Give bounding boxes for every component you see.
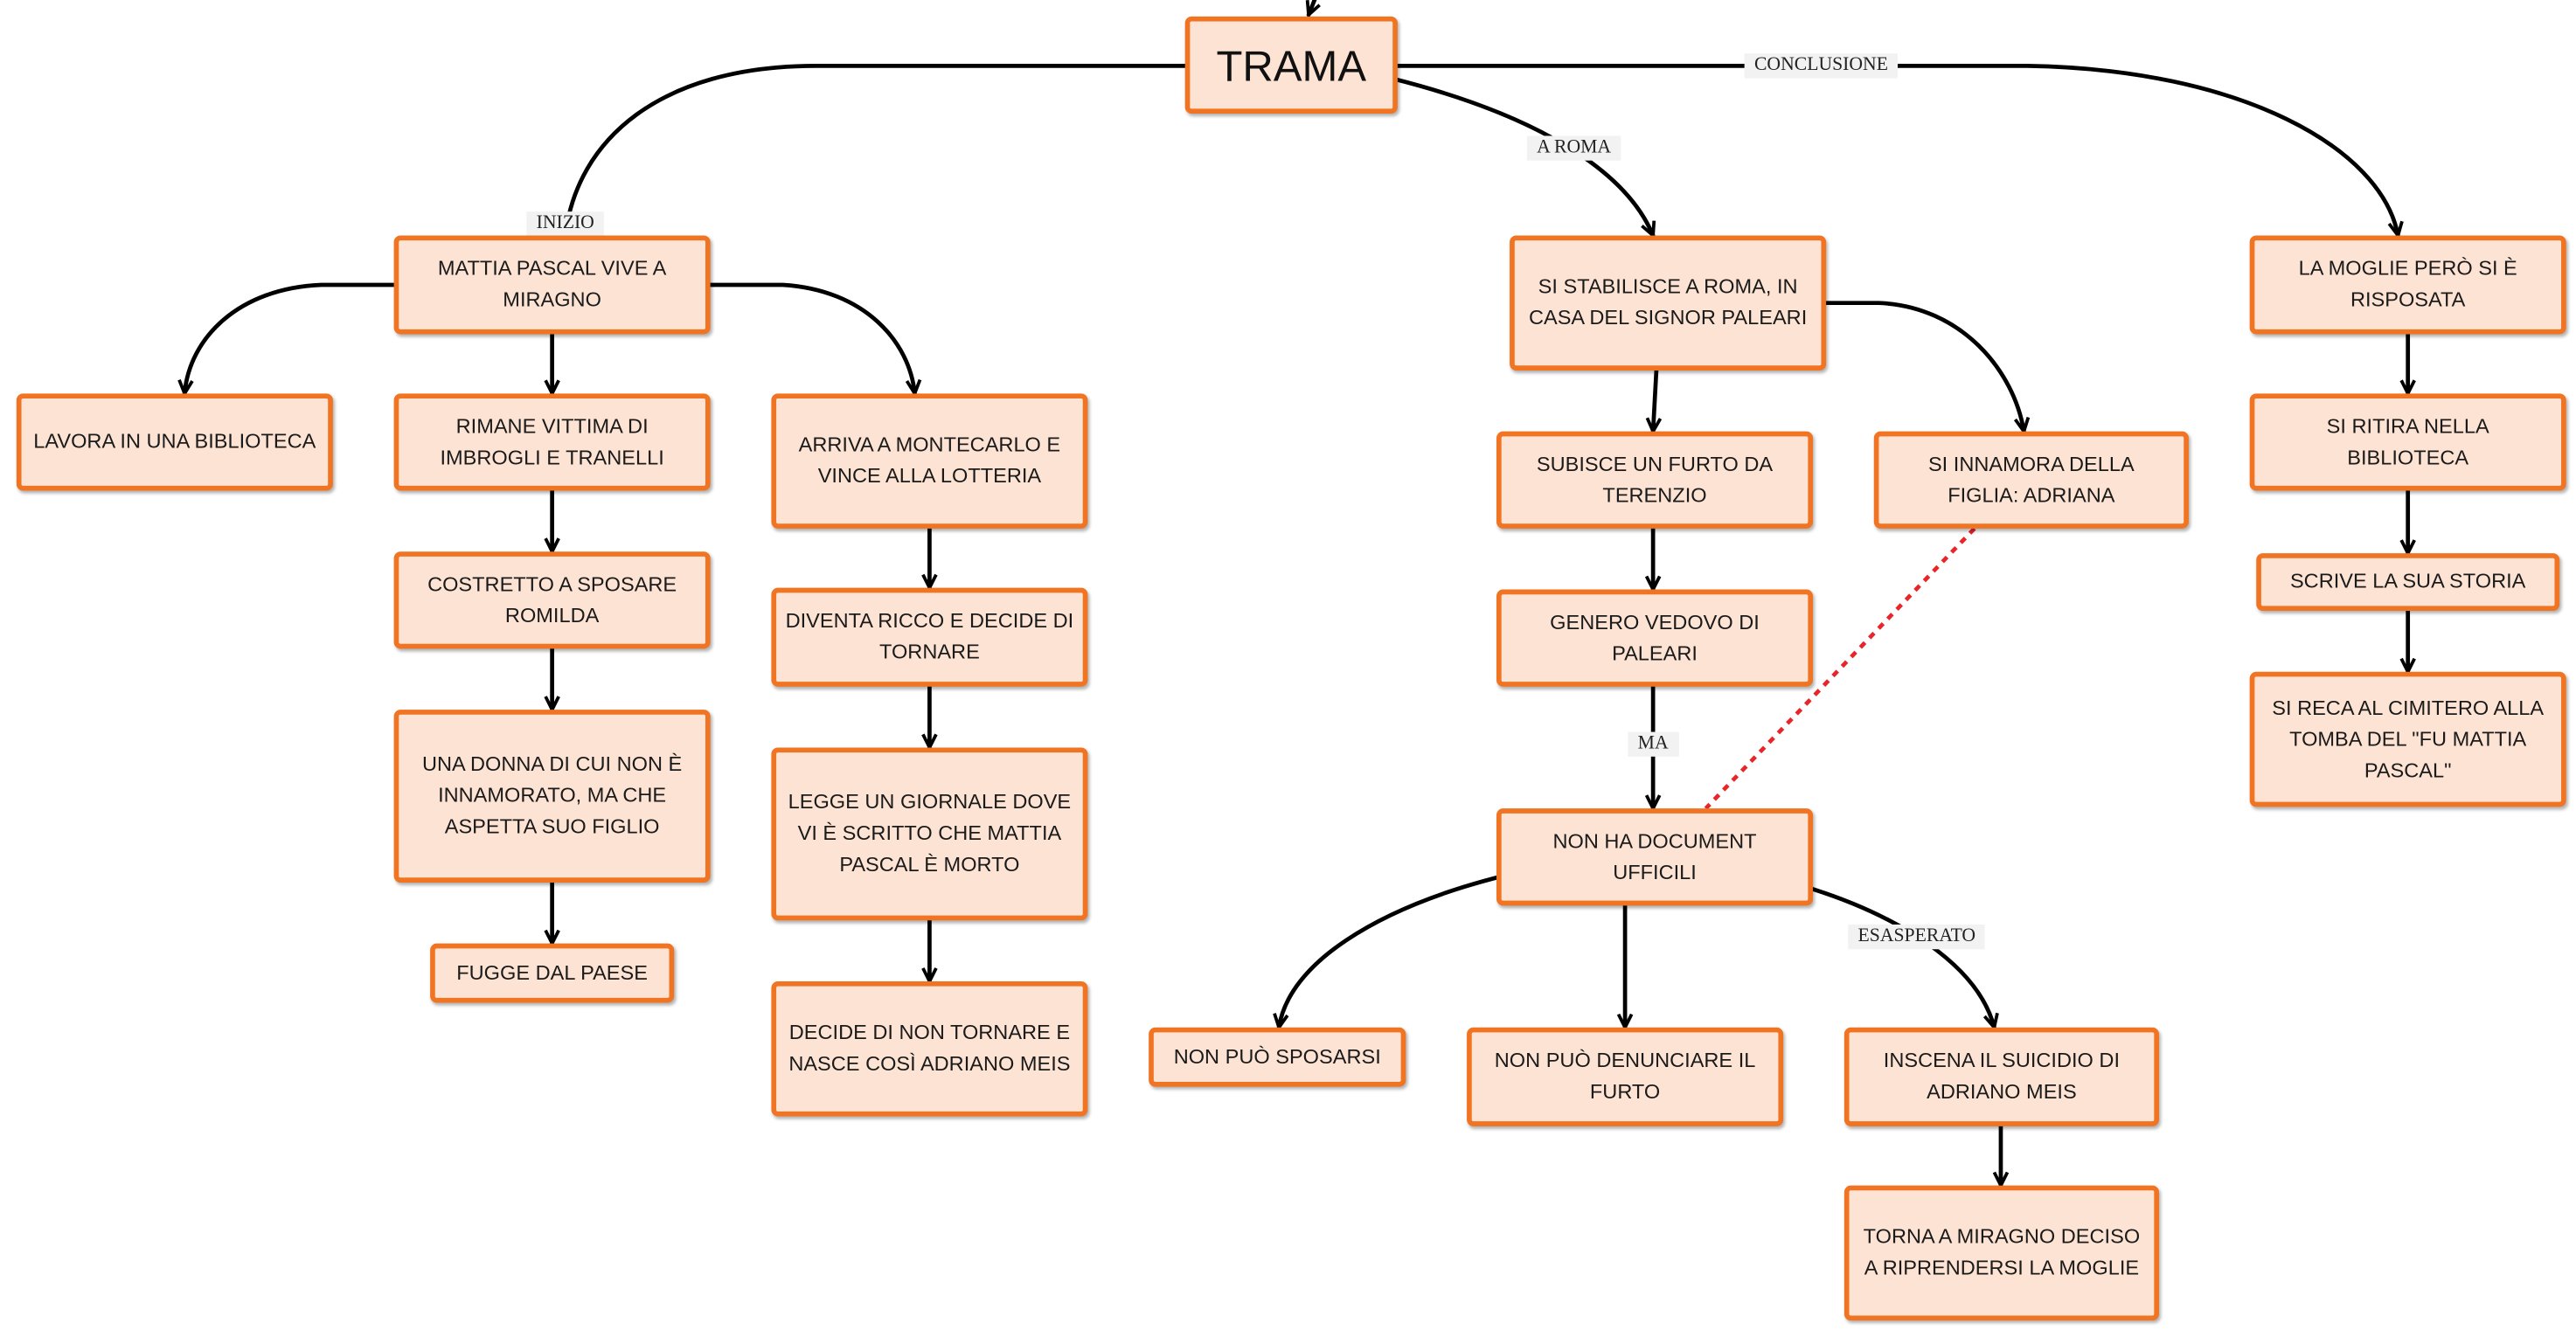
node-torna-a-miragno: TORNA A MIRAGNO DECISO A RIPRENDERSI LA … xyxy=(1843,1185,2159,1321)
node-text-line: UNA DONNA DI CUI NON È xyxy=(421,752,683,776)
node-text-line: FURTO xyxy=(1589,1080,1661,1104)
link-incoming-to-trama xyxy=(1305,0,1321,17)
node-lavora-biblioteca: LAVORA IN UNA BIBLIOTECA xyxy=(16,393,333,491)
node-una-donna: UNA DONNA DI CUI NON È INNAMORATO, MA CH… xyxy=(393,710,711,883)
node-rimane-vittima: RIMANE VITTIMA DI IMBROGLI E TRANELLI xyxy=(393,393,711,491)
node-si-stabilisce-roma: SI STABILISCE A ROMA, IN CASA DEL SIGNOR… xyxy=(1510,235,1827,371)
node-inscena-suicidio: INSCENA IL SUICIDIO DI ADRIANO MEIS xyxy=(1843,1027,2159,1126)
node-si-innamora: SI INNAMORA DELLA FIGLIA: ADRIANA xyxy=(1873,431,2189,529)
node-text-line: NON PUÒ DENUNCIARE IL xyxy=(1494,1049,1756,1072)
node-genero-vedovo: GENERO VEDOVO DI PALEARI xyxy=(1496,589,1814,687)
node-si-reca-cimitero: SI RECA AL CIMITERO ALLA TOMBA DEL "FU M… xyxy=(2249,671,2566,807)
link-mattia-to-arriva xyxy=(708,282,922,396)
node-moglie-risposata: LA MOGLIE PERÒ SI È RISPOSATA xyxy=(2249,235,2566,335)
node-text-line: SI STABILISCE A ROMA, IN xyxy=(1538,274,1798,299)
node-si-ritira: SI RITIRA NELLA BIBLIOTECA xyxy=(2249,393,2566,491)
node-text-line: ADRIANO MEIS xyxy=(1927,1080,2077,1104)
node-subisce-furto: SUBISCE UN FURTO DA TERENZIO xyxy=(1496,431,1814,529)
node-text-line: NON HA DOCUMENT xyxy=(1552,828,1757,853)
node-text-line: UFFICILI xyxy=(1613,860,1697,883)
node-text-line: DIVENTA RICCO E DECIDE DI xyxy=(785,609,1074,633)
node-text-line: TERENZIO xyxy=(1602,483,1707,507)
node-text-line: PALEARI xyxy=(1612,641,1698,665)
node-text-line: INNAMORATO, MA CHE xyxy=(438,783,667,807)
link-stabilisce-to-subisce xyxy=(1645,368,1663,434)
node-text-line: INSCENA IL SUICIDIO DI xyxy=(1883,1049,2121,1072)
node-text-line: VINCE ALLA LOTTERIA xyxy=(817,464,1042,488)
node-text-line: SI RITIRA NELLA xyxy=(2326,413,2489,438)
node-text-line: RISPOSATA xyxy=(2350,287,2466,312)
node-text-line: FIGLIA: ADRIANA xyxy=(1948,483,2115,507)
node-text-line: RIMANE VITTIMA DI xyxy=(455,413,649,438)
edge-label-inizio: INIZIO xyxy=(526,211,605,237)
node-text-line: SI RECA AL CIMITERO ALLA xyxy=(2272,696,2545,719)
node-diventa-ricco: DIVENTA RICCO E DECIDE DI TORNARE xyxy=(771,587,1088,687)
node-text-line: MIRAGNO xyxy=(503,287,601,312)
link-non-ha-to-sposarsi xyxy=(1273,875,1499,1030)
node-scrive-storia: SCRIVE LA SUA STORIA xyxy=(2256,553,2560,612)
node-text-line: CASA DEL SIGNOR PALEARI xyxy=(1528,306,1808,329)
node-text-line: NON PUÒ SPOSARSI xyxy=(1173,1044,1381,1068)
node-text-line: TORNA A MIRAGNO DECISO xyxy=(1863,1224,2141,1249)
link-stabilisce-to-innamora xyxy=(1823,301,2031,434)
node-text-line: FUGGE DAL PAESE xyxy=(456,960,648,984)
node-text-line: ARRIVA A MONTECARLO E xyxy=(798,433,1061,456)
edge-label-esasperato: ESASPERATO xyxy=(1848,925,1986,950)
node-text-line: IMBROGLI E TRANELLI xyxy=(440,445,664,469)
node-text-line: SCRIVE LA SUA STORIA xyxy=(2289,569,2526,593)
node-text-line: SI INNAMORA DELLA xyxy=(1927,452,2135,475)
node-mattia-vive: MATTIA PASCAL VIVE A MIRAGNO xyxy=(393,235,711,335)
root-node-trama: TRAMA xyxy=(1184,16,1398,114)
node-text-line: GENERO VEDOVO DI xyxy=(1550,610,1760,634)
node-text-line: LA MOGLIE PERÒ SI È xyxy=(2298,256,2517,281)
node-text-line: A RIPRENDERSI LA MOGLIE xyxy=(1864,1256,2140,1280)
node-non-ha-documenti: NON HA DOCUMENT UFFICILI xyxy=(1496,808,1814,906)
edge-label-a-roma: A ROMA xyxy=(1526,135,1621,161)
edge-label-conclusione: CONCLUSIONE xyxy=(1744,53,1899,79)
link-non-ha-to-inscena xyxy=(1810,887,1999,1030)
node-costretto-sposare: COSTRETTO A SPOSARE ROMILDA xyxy=(393,551,711,649)
node-text-line: MATTIA PASCAL VIVE A xyxy=(437,256,667,281)
node-legge-giornale: LEGGE UN GIORNALE DOVE VI È SCRITTO CHE … xyxy=(771,747,1088,921)
link-trama-to-mattia-vive xyxy=(559,64,1188,238)
node-text-line: PASCAL" xyxy=(2364,758,2452,782)
node-text-line: COSTRETTO A SPOSARE xyxy=(427,572,677,596)
node-text-line: PASCAL È MORTO xyxy=(839,853,1020,876)
node-non-puo-sposarsi: NON PUÒ SPOSARSI xyxy=(1149,1027,1406,1087)
node-text-line: LAVORA IN UNA BIBLIOTECA xyxy=(33,429,316,454)
node-text-line: TORNARE xyxy=(878,640,980,664)
node-text-line: SUBISCE UN FURTO DA xyxy=(1536,452,1774,475)
node-text-line: LEGGE UN GIORNALE DOVE xyxy=(788,790,1072,814)
node-text-line: DECIDE DI NON TORNARE E xyxy=(788,1021,1071,1044)
root-node-label: TRAMA xyxy=(1216,40,1367,90)
link-mattia-to-lavora xyxy=(177,282,396,396)
node-text-line: ROMILDA xyxy=(504,603,600,627)
node-fugge-dal-paese: FUGGE DAL PAESE xyxy=(430,943,675,1003)
node-text-line: NASCE COSÌ ADRIANO MEIS xyxy=(788,1052,1071,1076)
node-arriva-montecarlo: ARRIVA A MONTECARLO E VINCE ALLA LOTTERI… xyxy=(771,393,1088,529)
node-text-line: VI È SCRITTO CHE MATTIA xyxy=(797,821,1062,845)
node-non-puo-denunciare: NON PUÒ DENUNCIARE IL FURTO xyxy=(1467,1027,1784,1126)
link-trama-to-moglie xyxy=(1395,64,2404,238)
node-text-line: BIBLIOTECA xyxy=(2347,445,2469,469)
node-text-line: TOMBA DEL "FU MATTIA xyxy=(2289,726,2527,751)
node-decide-non-tornare: DECIDE DI NON TORNARE E NASCE COSÌ ADRIA… xyxy=(771,981,1088,1117)
edge-label-ma: MA xyxy=(1628,731,1678,757)
node-text-line: ASPETTA SUO FIGLIO xyxy=(444,814,660,839)
